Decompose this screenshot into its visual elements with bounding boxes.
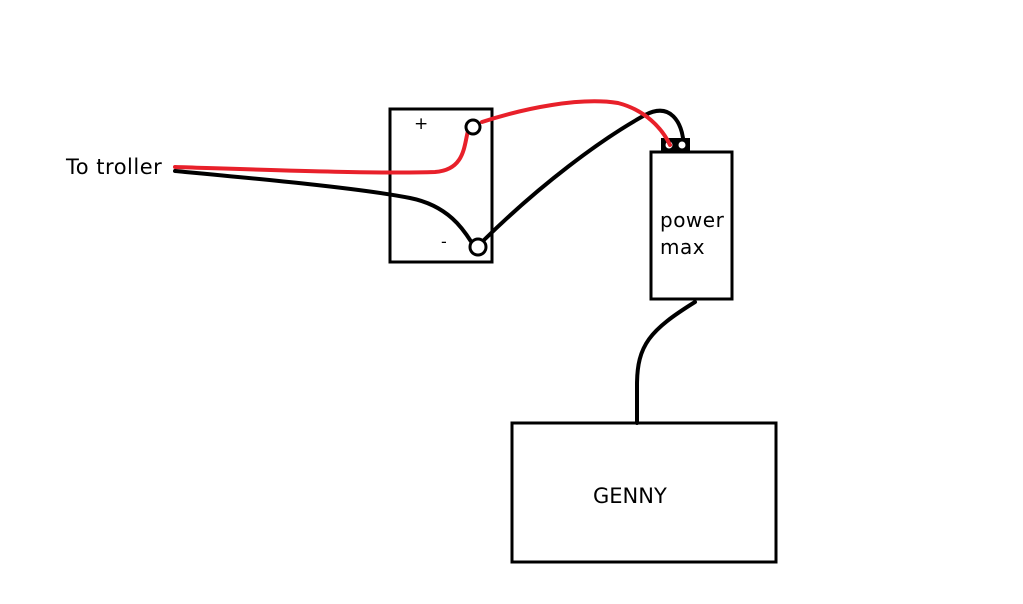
positive-sign-label: +: [414, 114, 429, 134]
power-max-box: [649, 150, 734, 301]
power-max-label-line2: max: [660, 235, 706, 259]
troller-positive-wire: [173, 129, 470, 175]
power-max-label-line1: power: [660, 208, 725, 232]
battery-box: [388, 107, 494, 264]
positive-terminal: [464, 118, 482, 136]
troller-negative-wire: [173, 169, 474, 245]
battery-to-powermax-negative-wire: [482, 108, 685, 242]
negative-terminal: [468, 237, 488, 257]
to-troller-label: To troller: [66, 155, 163, 179]
genny-label: GENNY: [593, 484, 667, 508]
genny-box: [510, 421, 778, 564]
negative-sign-label: -: [441, 232, 447, 251]
battery-to-powermax-positive-wire: [480, 99, 672, 147]
powermax-to-genny-wire: [635, 300, 697, 425]
